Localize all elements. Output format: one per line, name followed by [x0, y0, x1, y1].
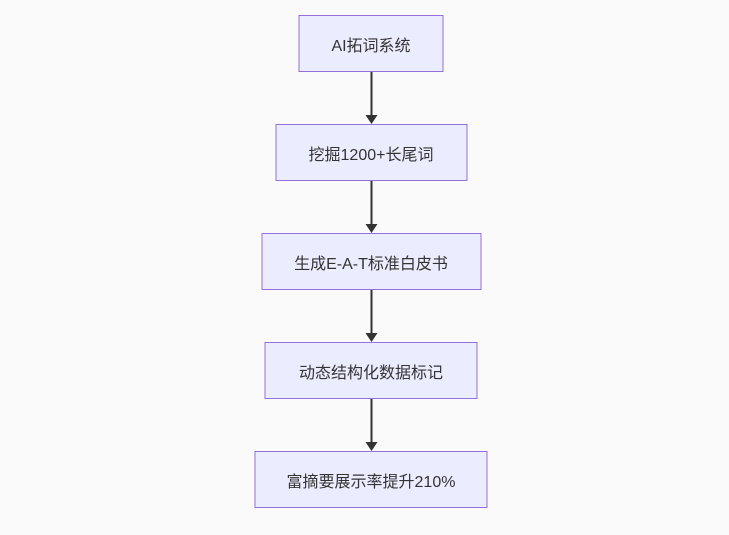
flow-node-4: 动态结构化数据标记	[264, 342, 478, 399]
flow-arrow-2	[365, 181, 377, 233]
arrowhead-down-icon	[365, 224, 377, 233]
flow-arrow-3	[365, 290, 377, 342]
arrowhead-down-icon	[365, 115, 377, 124]
flow-node-3-label: 生成E-A-T标准白皮书	[294, 255, 448, 273]
arrow-line	[370, 181, 372, 224]
arrowhead-down-icon	[365, 333, 377, 342]
arrow-line	[370, 72, 372, 115]
flow-arrow-4	[365, 399, 377, 451]
flow-node-5: 富摘要展示率提升210%	[254, 451, 488, 508]
flow-node-2: 挖掘1200+长尾词	[275, 124, 467, 181]
arrow-line	[370, 290, 372, 333]
flowchart: AI拓词系统 挖掘1200+长尾词 生成E-A-T标准白皮书 动态结构化数据标记…	[254, 15, 488, 508]
flow-node-5-label: 富摘要展示率提升210%	[286, 473, 456, 491]
flow-node-4-label: 动态结构化数据标记	[298, 364, 443, 382]
arrowhead-down-icon	[365, 442, 377, 451]
flow-node-3: 生成E-A-T标准白皮书	[261, 233, 481, 290]
arrow-line	[370, 399, 372, 442]
flow-node-1-label: AI拓词系统	[331, 37, 411, 55]
flow-node-2-label: 挖掘1200+长尾词	[308, 146, 434, 164]
flow-node-1: AI拓词系统	[298, 15, 444, 72]
flow-arrow-1	[365, 72, 377, 124]
